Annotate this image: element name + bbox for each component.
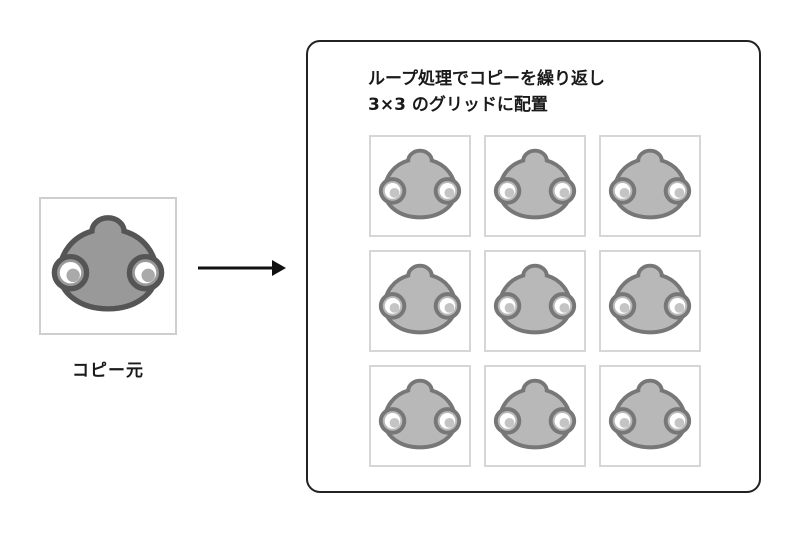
alien-blob-icon bbox=[378, 148, 462, 220]
alien-blob-icon bbox=[378, 263, 462, 335]
copy-cell bbox=[484, 135, 586, 237]
copy-cell bbox=[369, 135, 471, 237]
source-character-frame bbox=[39, 197, 177, 335]
copy-cell bbox=[599, 250, 701, 352]
copy-cell bbox=[369, 365, 471, 467]
copy-cell bbox=[369, 250, 471, 352]
source-label: コピー元 bbox=[72, 361, 144, 381]
alien-blob-icon bbox=[608, 263, 692, 335]
panel-title-line-2: 3×3 のグリッドに配置 bbox=[368, 95, 548, 115]
copy-cell bbox=[484, 365, 586, 467]
alien-blob-icon bbox=[378, 378, 462, 450]
alien-blob-icon bbox=[608, 148, 692, 220]
copy-cell bbox=[599, 135, 701, 237]
alien-blob-icon bbox=[51, 215, 165, 312]
right-arrow-icon bbox=[198, 260, 286, 276]
alien-blob-icon bbox=[493, 263, 577, 335]
copy-grid bbox=[369, 135, 701, 467]
copy-cell bbox=[599, 365, 701, 467]
alien-blob-icon bbox=[493, 148, 577, 220]
alien-blob-icon bbox=[493, 378, 577, 450]
panel-title: ループ処理でコピーを繰り返し 3×3 のグリッドに配置 bbox=[368, 66, 605, 118]
alien-blob-icon bbox=[608, 378, 692, 450]
copy-cell bbox=[484, 250, 586, 352]
copy-grid-panel: ループ処理でコピーを繰り返し 3×3 のグリッドに配置 bbox=[306, 40, 761, 493]
panel-title-line-1: ループ処理でコピーを繰り返し bbox=[368, 69, 605, 89]
